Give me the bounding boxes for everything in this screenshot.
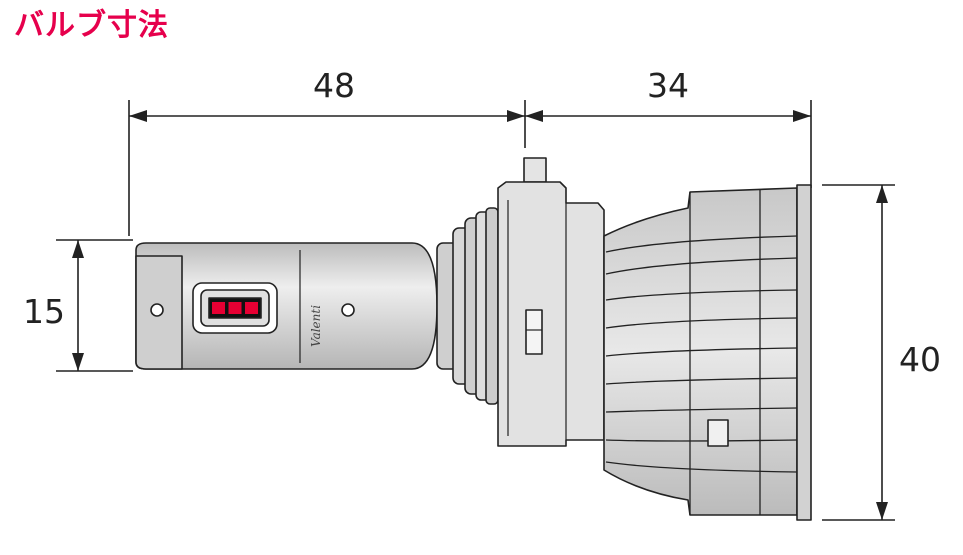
- heatsink-fin-4: [605, 317, 798, 329]
- collar-ring-5: [485, 207, 499, 405]
- heatsink-fin-7: [605, 407, 798, 413]
- heatsink-fin-6: [605, 377, 798, 385]
- brand-logo: Valenti: [309, 305, 323, 347]
- arrowhead-48-right: [507, 110, 525, 122]
- arrowhead-15-bottom: [72, 353, 84, 371]
- dimension-lines: [56, 100, 895, 521]
- heatsink-clip: [707, 419, 729, 447]
- led-chip-cell-2: [228, 302, 242, 314]
- dimension-label-48: 48: [313, 66, 355, 105]
- arrowhead-34-left: [525, 110, 543, 122]
- heatsink-fin-9: [605, 461, 798, 473]
- heatsink-fin-2: [605, 257, 798, 275]
- dimension-label-34: 34: [647, 66, 689, 105]
- heatsink-fins: [605, 190, 798, 515]
- rear-plate: [796, 184, 812, 521]
- bulb-base-flange: [497, 181, 605, 447]
- arrowhead-40-top: [876, 185, 888, 203]
- rivet-left: [150, 303, 164, 317]
- heatsink-fin-1: [605, 235, 798, 253]
- led-chip-cell-3: [245, 302, 258, 314]
- base-pin-top: [523, 157, 547, 183]
- arrowhead-40-bottom: [876, 502, 888, 520]
- heatsink-fin-3: [605, 289, 798, 301]
- arrowhead-15-top: [72, 240, 84, 258]
- rivet-right: [341, 303, 355, 317]
- heatsink-fin-5: [605, 347, 798, 357]
- dimension-label-15: 15: [23, 292, 65, 331]
- arrowhead-48-left: [129, 110, 147, 122]
- led-chip-cell-1: [212, 302, 225, 314]
- arrowhead-34-right: [793, 110, 811, 122]
- page-title: バルブ寸法: [14, 8, 169, 43]
- dimension-label-40: 40: [899, 340, 941, 379]
- heatsink-fin-8: [605, 439, 798, 442]
- base-latch: [525, 309, 543, 355]
- bulb-illustration: [135, 157, 812, 521]
